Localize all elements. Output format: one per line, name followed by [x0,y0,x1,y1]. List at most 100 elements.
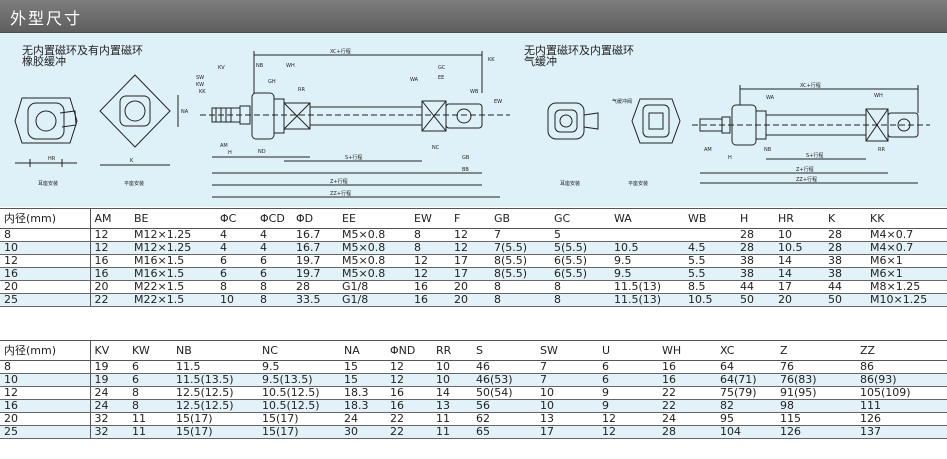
table-cell: M12×1.25 [130,241,216,255]
left-gc-label: GC [438,65,446,71]
left-kk-label: KK [199,89,206,95]
table-cell: 16 [658,360,716,374]
table-cell: 16 [658,373,716,387]
table-cell: 17 [536,425,598,439]
table-cell: 8 [128,386,172,400]
right-caption-line1: 无内置磁环及内置磁环 [524,44,634,57]
column-header: F [450,208,490,229]
table-cell: 24 [340,412,386,426]
table-cell: 12.5(12.5) [172,386,258,400]
right-h-label: H [728,155,732,161]
table-cell: 12 [410,254,450,268]
table-cell: 24 [658,412,716,426]
table-cell: 6 [598,360,658,374]
table-cell: 6 [128,373,172,387]
table-cell: 12 [598,412,658,426]
table-cell: 6(5.5) [550,267,610,281]
column-header: HR [774,208,824,229]
table-cell: 20 [0,280,91,294]
table-cell: 17 [450,254,490,268]
table-cell: 11.5(13.5) [172,373,258,387]
table-cell: M5×0.8 [338,254,410,268]
table-cell: 46(53) [472,373,536,387]
table-cell: 8 [128,399,172,413]
left-kc-label: KK [488,57,495,63]
table-cell: 25 [0,293,91,307]
table-cell: 16.7 [292,241,338,255]
column-header: KK [866,208,947,229]
left-na-label: NA [181,109,189,115]
column-header: ΦND [386,340,432,361]
left-caption-line2: 橡胶缓冲 [22,55,66,68]
table-cell: 9.5(13.5) [258,373,340,387]
section-title-bar: 外型尺寸 [0,0,947,33]
table-cell: 8 [256,280,292,294]
table-cell: 4 [256,241,292,255]
table-cell: 13 [536,412,598,426]
table-cell: M16×1.5 [130,267,216,281]
left-mount2-caption: 平座安装 [124,180,144,187]
table-cell: 28 [736,228,774,242]
left-ee-label: EE [438,75,444,81]
cylinder-drawings: HR 耳座安装 NA K 平座安装 [14,48,930,198]
left-ew-label: EW [494,99,502,105]
column-header: Z [776,340,856,361]
table-cell: 14 [774,254,824,268]
table-cell: 12 [410,267,450,281]
table-cell: 38 [736,267,774,281]
table-cell: 126 [856,412,947,426]
table-cell: 8 [410,228,450,242]
column-header: BE [130,208,216,229]
table-cell: 20 [90,280,130,294]
table-cell: 22 [386,412,432,426]
table-cell: 20 [450,293,490,307]
table-cell [610,228,684,242]
table-cell: 15(17) [258,412,340,426]
table-cell: M22×1.5 [130,280,216,294]
table-cell: 10 [432,373,472,387]
table-cell: 64 [716,360,776,374]
table-cell: 111 [856,399,947,413]
table-cell: 24 [90,386,128,400]
left-nd-label: ND [258,149,266,155]
table-cell: 32 [90,425,128,439]
table-cell: 4 [256,228,292,242]
left-zz-label: ZZ+行程 [330,190,351,197]
table-cell: 12 [598,425,658,439]
table-cell: 9 [598,399,658,413]
table-cell: 10 [0,373,91,387]
table-cell: 17 [774,280,824,294]
column-header: WB [684,208,736,229]
table-cell: 64(71) [716,373,776,387]
table-cell: 44 [824,280,866,294]
table-cell: G1/8 [338,293,410,307]
column-header: KW [128,340,172,361]
left-wh-label: WH [286,63,295,69]
right-mount1-caption: 耳座安装 [560,180,580,187]
left-bb-label: BB [462,167,469,173]
table-cell: 22 [658,386,716,400]
table-cell: 19 [90,360,128,374]
table-cell: 12 [0,254,91,268]
column-header: WH [658,340,716,361]
column-header: NC [258,340,340,361]
table-cell: 115 [776,412,856,426]
left-mount1-caption: 耳座安装 [38,180,58,187]
table-cell: M6×1 [866,254,947,268]
table-cell: M5×0.8 [338,241,410,255]
table-cell: 16 [410,280,450,294]
table-cell [684,228,736,242]
left-rr-label: RR [298,87,305,93]
column-header: ZZ [856,340,947,361]
table-cell: 28 [824,228,866,242]
table-cell: 25 [0,425,91,439]
left-s-label: S+行程 [345,154,362,161]
table-cell: 28 [736,241,774,255]
table-cell: 12 [0,386,91,400]
table-cell: 10.5 [610,241,684,255]
